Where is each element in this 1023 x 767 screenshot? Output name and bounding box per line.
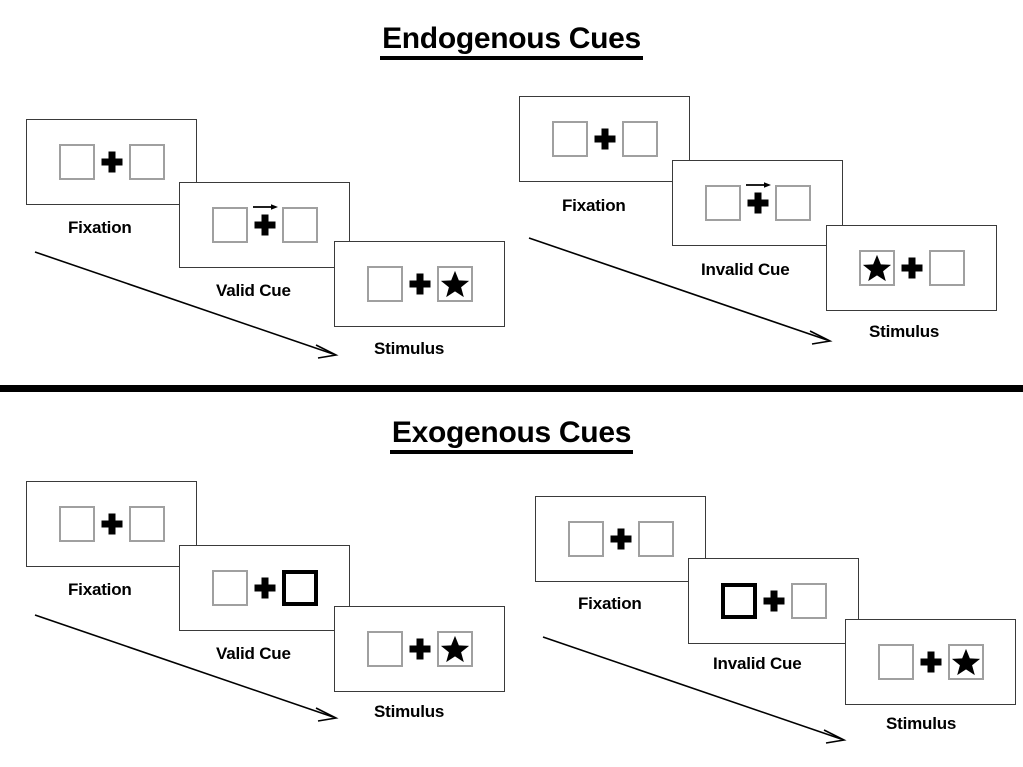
section-title-endogenous: Endogenous Cues	[0, 24, 1023, 60]
left-box	[58, 506, 95, 542]
frame-exogenous-valid-cue	[179, 545, 350, 631]
right-arrow-icon	[252, 203, 278, 215]
fixation-cross-icon	[604, 521, 638, 557]
caption-exogenous-invalid-stimulus: Stimulus	[886, 714, 957, 733]
fixation-cross-icon	[895, 250, 929, 286]
right-box	[621, 121, 658, 157]
time-sequence-arrow-icon-exogenous-invalid	[541, 635, 857, 747]
frame-content	[58, 506, 165, 542]
frame-content	[858, 250, 965, 286]
frame-endogenous-invalid-cue	[672, 160, 843, 246]
frame-exogenous-invalid-cue	[688, 558, 859, 644]
frame-content	[366, 631, 473, 667]
frame-content	[877, 644, 984, 680]
right-box	[637, 521, 674, 557]
left-box	[704, 185, 741, 221]
left-box	[366, 266, 403, 302]
fixation-cross-icon	[248, 204, 282, 243]
left-box	[211, 207, 248, 243]
frame-content	[720, 583, 827, 619]
left-box	[211, 570, 248, 606]
caption-exogenous-valid-cue: Valid Cue	[216, 644, 291, 663]
left-box-cued	[720, 583, 757, 619]
fixation-cross-icon	[588, 121, 622, 157]
right-box	[128, 144, 165, 180]
left-box	[551, 121, 588, 157]
left-box	[366, 631, 403, 667]
section-title-endogenous-text: Endogenous Cues	[380, 24, 643, 60]
right-box	[790, 583, 827, 619]
fixation-cross-icon	[757, 583, 791, 619]
fixation-cross-icon	[95, 144, 129, 180]
right-box	[774, 185, 811, 221]
caption-endogenous-valid-fixation: Fixation	[68, 218, 132, 237]
right-box	[436, 266, 473, 302]
right-arrow-icon	[745, 181, 771, 193]
frame-exogenous-valid-fixation	[26, 481, 197, 567]
frame-endogenous-valid-fixation	[26, 119, 197, 205]
frame-endogenous-invalid-stimulus	[826, 225, 997, 311]
fixation-cross-icon	[403, 266, 437, 302]
caption-exogenous-invalid-cue: Invalid Cue	[713, 654, 802, 673]
frame-exogenous-invalid-stimulus	[845, 619, 1016, 705]
right-box	[947, 644, 984, 680]
caption-exogenous-valid-fixation: Fixation	[68, 580, 132, 599]
frame-endogenous-valid-stimulus	[334, 241, 505, 327]
time-sequence-arrow-icon-endogenous-invalid	[527, 236, 843, 348]
left-box	[567, 521, 604, 557]
frame-content	[211, 204, 318, 243]
fixation-cross-icon	[403, 631, 437, 667]
frame-content	[58, 144, 165, 180]
right-box	[128, 506, 165, 542]
frame-content	[567, 521, 674, 557]
frame-content	[551, 121, 658, 157]
frame-endogenous-invalid-fixation	[519, 96, 690, 182]
fixation-cross-icon	[914, 644, 948, 680]
caption-exogenous-invalid-fixation: Fixation	[578, 594, 642, 613]
right-box	[281, 207, 318, 243]
frame-content	[704, 182, 811, 221]
star-icon	[440, 634, 470, 664]
caption-endogenous-valid-cue: Valid Cue	[216, 281, 291, 300]
frame-exogenous-valid-stimulus	[334, 606, 505, 692]
fixation-cross-icon	[248, 570, 282, 606]
left-box	[858, 250, 895, 286]
right-box	[436, 631, 473, 667]
right-box-cued	[281, 570, 318, 606]
left-box	[58, 144, 95, 180]
star-icon	[440, 269, 470, 299]
caption-endogenous-invalid-cue: Invalid Cue	[701, 260, 790, 279]
star-icon	[862, 253, 892, 283]
frame-content	[366, 266, 473, 302]
right-box	[928, 250, 965, 286]
caption-exogenous-valid-stimulus: Stimulus	[374, 702, 445, 721]
caption-endogenous-invalid-stimulus: Stimulus	[869, 322, 940, 341]
star-icon	[951, 647, 981, 677]
frame-content	[211, 570, 318, 606]
left-box	[877, 644, 914, 680]
fixation-cross-icon	[95, 506, 129, 542]
fixation-cross-icon	[741, 182, 775, 221]
section-title-exogenous-text: Exogenous Cues	[389, 418, 634, 454]
frame-exogenous-invalid-fixation	[535, 496, 706, 582]
caption-endogenous-invalid-fixation: Fixation	[562, 196, 626, 215]
caption-endogenous-valid-stimulus: Stimulus	[374, 339, 445, 358]
section-divider	[0, 385, 1023, 392]
section-title-exogenous: Exogenous Cues	[0, 418, 1023, 454]
frame-endogenous-valid-cue	[179, 182, 350, 268]
